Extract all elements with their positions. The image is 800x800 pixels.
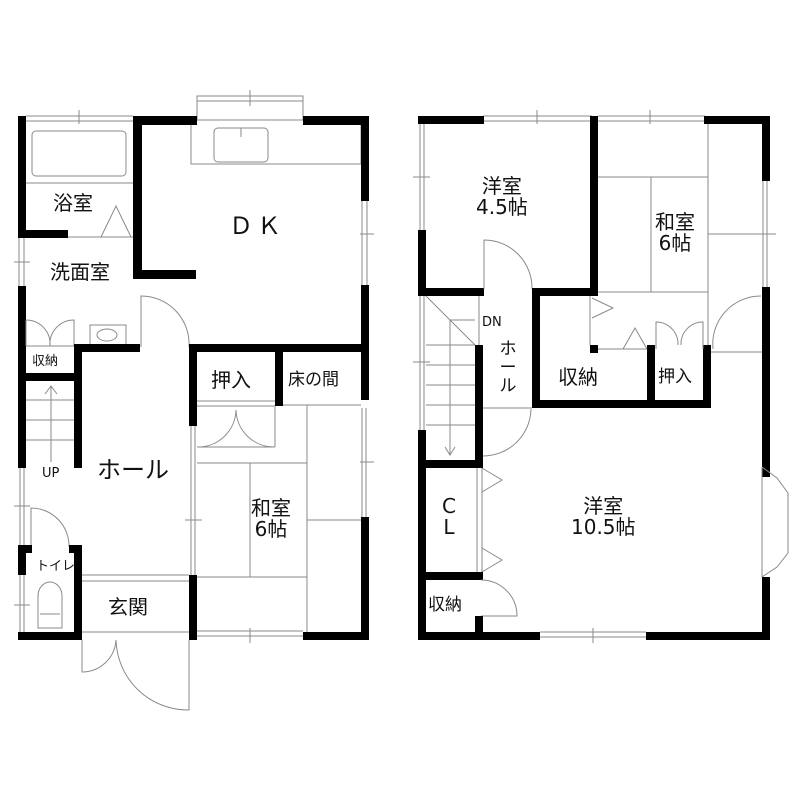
- room-label-bath: 浴室: [53, 191, 93, 215]
- room-label-oshiire-2f: 押入: [658, 367, 692, 387]
- room-label-washroom: 洗面室: [50, 260, 110, 284]
- room-label-storage-1f: 収納: [32, 354, 59, 369]
- room-name: 和室: [251, 496, 291, 520]
- closet-letter-l: L: [443, 515, 455, 539]
- room-label-hall-2f: ホール: [499, 339, 517, 397]
- room-label-youshitsu-10-5: 洋室 10.5帖: [571, 496, 636, 538]
- stairs-up: [26, 385, 74, 462]
- room-label-entrance: 玄関: [108, 595, 148, 619]
- stairs-up-label: UP: [42, 466, 60, 481]
- room-label-storage-2f: 収納: [558, 365, 598, 389]
- floor2-plan: [413, 110, 789, 643]
- room-name: 洋室: [481, 174, 522, 198]
- room-label-washitsu-2f: 和室 6帖: [655, 212, 695, 254]
- room-name: 和室: [655, 210, 695, 234]
- room-size: 6帖: [658, 231, 692, 255]
- room-size: 6帖: [254, 517, 288, 541]
- room-label-closet: C L: [442, 496, 456, 538]
- room-label-youshitsu-4-5: 洋室 4.5帖: [476, 176, 528, 218]
- room-label-washitsu-1f: 和室 6帖: [251, 498, 291, 540]
- room-label-tokonoma: 床の間: [288, 370, 339, 390]
- floor1-plan: [14, 90, 374, 711]
- room-name: 洋室: [583, 494, 624, 518]
- room-size: 4.5帖: [476, 195, 528, 219]
- room-size: 10.5帖: [571, 515, 636, 539]
- stairs-down-label: DN: [482, 315, 502, 330]
- room-label-toilet: トイレ: [36, 559, 76, 574]
- room-label-oshiire-1f: 押入: [211, 368, 251, 392]
- closet-letter-c: C: [442, 494, 456, 518]
- room-label-storage-small-2f: 収納: [428, 595, 462, 615]
- room-label-dk: ＤＫ: [229, 212, 285, 240]
- room-label-hall-1f: ホール: [97, 456, 169, 484]
